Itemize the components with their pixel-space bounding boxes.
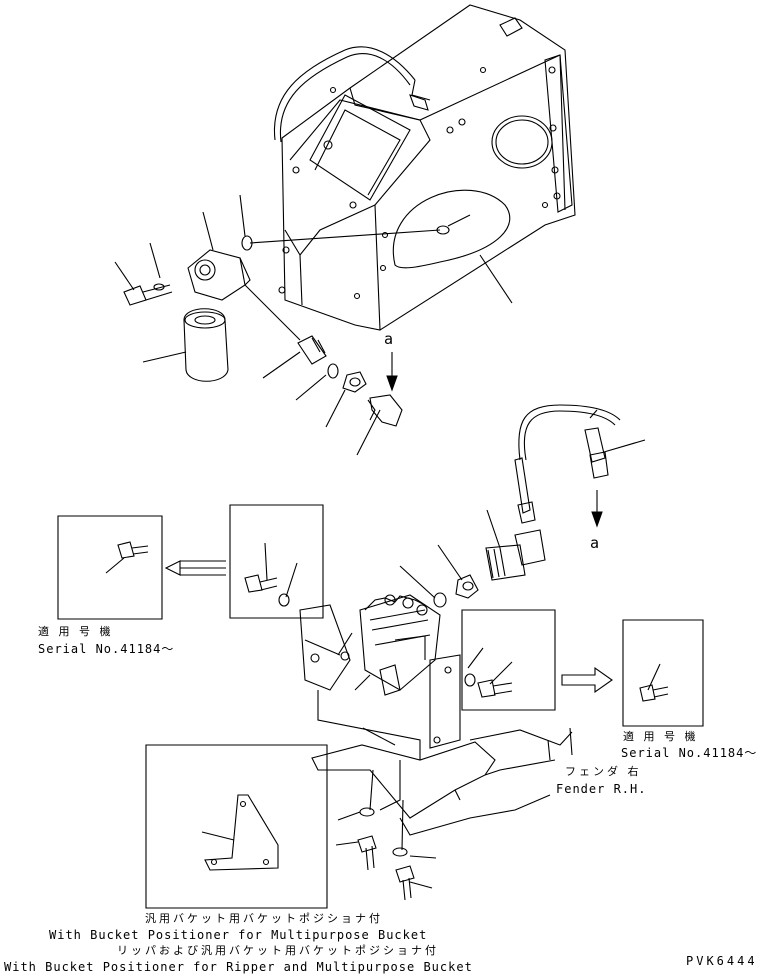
drawing-code: PVK6444 — [686, 954, 758, 968]
fittings-upper — [263, 336, 402, 455]
inset-right — [623, 620, 703, 726]
caption1-ja: 汎用バケット用バケットポジショナ付 — [145, 912, 383, 925]
inset-center-right — [462, 610, 612, 710]
right-serial-en: Serial No.41184～ — [621, 746, 758, 760]
right-serial-ja: 適 用 号 機 — [623, 730, 699, 743]
inset-left-top — [58, 516, 162, 619]
caption2-ja: リッパおよび汎用バケット用バケットポジショナ付 — [117, 944, 439, 957]
arrow-a-right-label: a — [590, 534, 601, 552]
filter-head-assembly — [115, 195, 440, 381]
fittings-lower — [400, 510, 545, 607]
leader-misc — [590, 410, 597, 418]
arrow-a-top — [387, 352, 397, 390]
caption1-en: With Bucket Positioner for Multipurpose … — [49, 928, 428, 942]
hose-assembly — [515, 405, 645, 526]
fender-rh — [312, 728, 572, 900]
housing-assembly — [274, 5, 575, 330]
left-serial-en: Serial No.41184～ — [38, 642, 175, 656]
inset-bottom — [146, 745, 327, 908]
inset-center-left — [166, 505, 323, 618]
caption2-en: With Bucket Positioner for Ripper and Mu… — [4, 960, 473, 974]
arrow-a-top-label: a — [384, 330, 395, 348]
valve-block — [300, 595, 460, 760]
round-port — [492, 116, 552, 168]
left-serial-ja: 適 用 号 機 — [38, 625, 114, 638]
fender-en: Fender R.H. — [556, 782, 647, 796]
fender-ja: フェンダ 右 — [565, 765, 642, 778]
